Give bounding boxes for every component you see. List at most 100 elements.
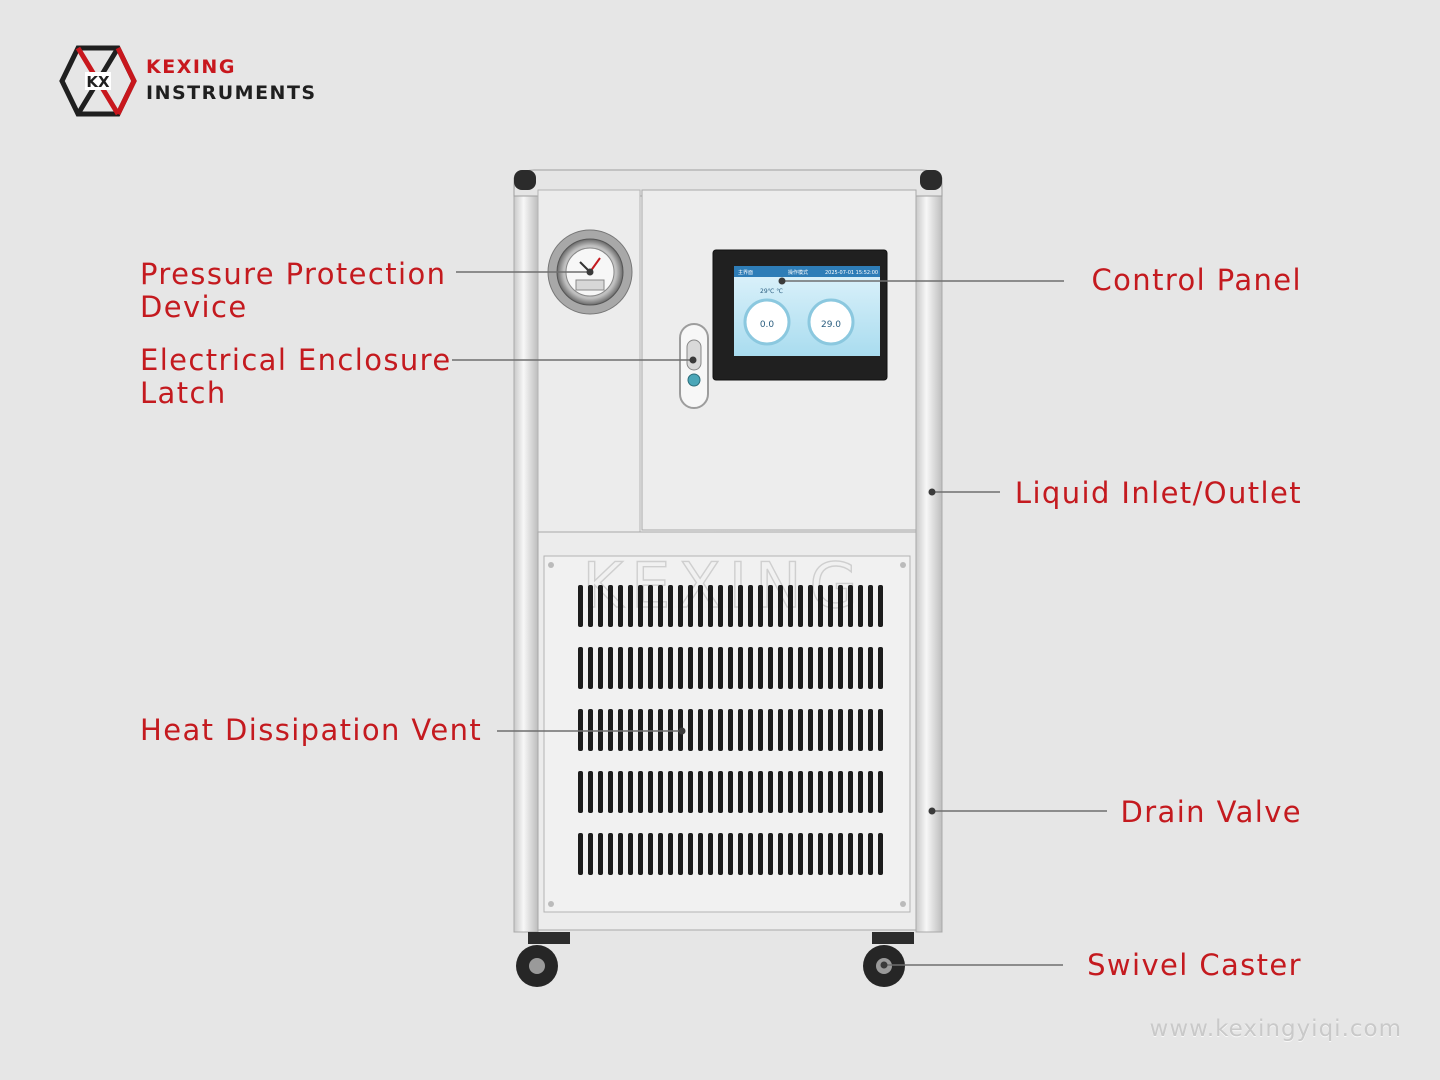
vent-slot bbox=[848, 709, 853, 751]
vent-slot bbox=[768, 833, 773, 875]
vent-slot bbox=[758, 833, 763, 875]
vent-slots bbox=[578, 585, 883, 875]
vent-slot bbox=[848, 771, 853, 813]
vent-slot bbox=[698, 833, 703, 875]
vent-slot bbox=[708, 771, 713, 813]
vent-slot bbox=[728, 709, 733, 751]
vent-slot bbox=[718, 709, 723, 751]
vent-slot bbox=[798, 771, 803, 813]
control-panel-screen[interactable]: 主界面 操作模式 2025-07-01 15:52:00 29℃ ℃ 0.0 2… bbox=[712, 249, 888, 381]
vent-slot bbox=[598, 647, 603, 689]
vent-slot bbox=[608, 585, 613, 627]
vent-slot bbox=[758, 585, 763, 627]
vent-slot bbox=[768, 771, 773, 813]
vent-slot bbox=[738, 771, 743, 813]
vent-slot bbox=[768, 709, 773, 751]
vent-slot bbox=[598, 585, 603, 627]
vent-slot bbox=[668, 585, 673, 627]
vent-slot bbox=[648, 833, 653, 875]
vent-slot bbox=[708, 585, 713, 627]
vent-slot bbox=[658, 771, 663, 813]
vent-slot bbox=[628, 709, 633, 751]
vent-slot bbox=[748, 709, 753, 751]
vent-slot bbox=[808, 833, 813, 875]
vent-slot bbox=[878, 833, 883, 875]
vent-slot bbox=[818, 585, 823, 627]
vent-slot bbox=[708, 833, 713, 875]
vent-slot bbox=[688, 771, 693, 813]
vent-slot bbox=[778, 585, 783, 627]
vent-slot bbox=[858, 709, 863, 751]
vent-slot bbox=[788, 771, 793, 813]
label-pressure-protection: Pressure Protection Device bbox=[140, 258, 446, 324]
vent-slot bbox=[838, 833, 843, 875]
left-frame-post bbox=[513, 177, 539, 933]
vent-slot bbox=[868, 585, 873, 627]
vent-slot bbox=[678, 647, 683, 689]
vent-slot bbox=[758, 709, 763, 751]
vent-slot bbox=[798, 709, 803, 751]
vent-slot bbox=[738, 647, 743, 689]
vent-slot bbox=[648, 771, 653, 813]
vent-slot bbox=[868, 647, 873, 689]
vent-slot bbox=[728, 585, 733, 627]
vent-slot bbox=[828, 771, 833, 813]
screen-right-value: 29.0 bbox=[821, 320, 841, 330]
vent-slot bbox=[578, 771, 583, 813]
vent-slot bbox=[588, 833, 593, 875]
vent-slot bbox=[718, 833, 723, 875]
label-enclosure-latch: Electrical Enclosure Latch bbox=[140, 344, 452, 410]
label-heat-vent: Heat Dissipation Vent bbox=[140, 713, 483, 747]
vent-slot bbox=[708, 647, 713, 689]
vent-slot bbox=[848, 647, 853, 689]
vent-slot bbox=[818, 647, 823, 689]
vent-slot bbox=[808, 585, 813, 627]
vent-slot bbox=[838, 771, 843, 813]
vent-slot bbox=[658, 709, 663, 751]
vent-slot bbox=[578, 833, 583, 875]
vent-slot bbox=[868, 709, 873, 751]
screen-top-right: 2025-07-01 15:52:00 bbox=[825, 270, 878, 276]
vent-slot bbox=[678, 833, 683, 875]
kexing-watermark: KEXING bbox=[582, 549, 865, 622]
vent-slot bbox=[648, 585, 653, 627]
vent-slot bbox=[718, 585, 723, 627]
vent-slot bbox=[598, 709, 603, 751]
vent-slot bbox=[798, 833, 803, 875]
vent-slot bbox=[858, 771, 863, 813]
vent-slot bbox=[778, 833, 783, 875]
logo-letters: KX bbox=[86, 73, 110, 91]
vent-slot bbox=[828, 709, 833, 751]
vent-slot bbox=[758, 771, 763, 813]
vent-slot bbox=[678, 585, 683, 627]
vent-slot bbox=[588, 709, 593, 751]
drain-port bbox=[929, 808, 935, 814]
vent-slot bbox=[608, 833, 613, 875]
vent-slot bbox=[718, 647, 723, 689]
vent-slot bbox=[738, 709, 743, 751]
vent-slot bbox=[708, 709, 713, 751]
screen-left-temp: 29℃ ℃ bbox=[760, 288, 783, 295]
vent-slot bbox=[858, 585, 863, 627]
vent-slot bbox=[628, 647, 633, 689]
vent-slot bbox=[698, 647, 703, 689]
vent-slot bbox=[798, 647, 803, 689]
vent-slot bbox=[728, 771, 733, 813]
vent-slot bbox=[688, 585, 693, 627]
vent-slot bbox=[768, 585, 773, 627]
door-latch-icon[interactable] bbox=[679, 323, 709, 409]
vent-slot bbox=[828, 585, 833, 627]
vent-slot bbox=[688, 647, 693, 689]
vent-slot bbox=[688, 709, 693, 751]
label-latch-line1: Electrical Enclosure bbox=[140, 343, 452, 377]
vent-slot bbox=[578, 647, 583, 689]
vent-slot bbox=[628, 585, 633, 627]
vent-slot bbox=[868, 833, 873, 875]
vent-slot bbox=[668, 833, 673, 875]
vent-slot bbox=[618, 585, 623, 627]
kx-logo-icon: KX bbox=[59, 45, 137, 117]
vent-slot bbox=[868, 771, 873, 813]
vent-slot bbox=[818, 833, 823, 875]
vent-slot bbox=[668, 709, 673, 751]
